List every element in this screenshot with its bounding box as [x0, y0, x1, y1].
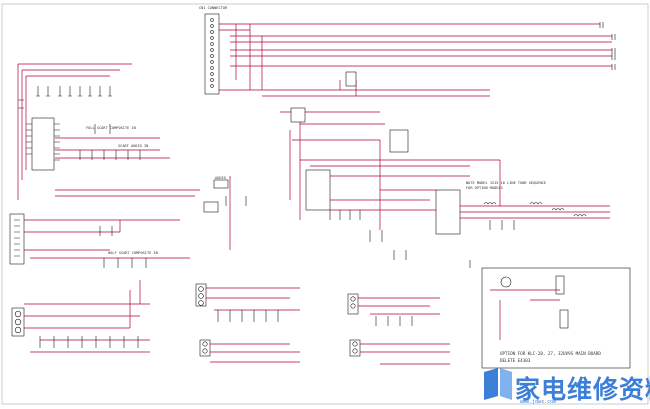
- half-scart-label: HALF SCART COMPOSITE IN: [108, 251, 158, 255]
- bottom-center-wiring-1: [358, 297, 440, 315]
- left-mid-caps: [99, 226, 147, 268]
- bottom-mid-rca-2: [199, 339, 211, 357]
- bottom-mid-wiring-2: [210, 343, 300, 363]
- left-ic: [26, 117, 60, 171]
- watermark-text: 家电维修资料网: [515, 375, 650, 404]
- bottom-center-caps-1: [375, 316, 413, 326]
- watermark-url: www.jdwx.com: [520, 399, 557, 405]
- option-note-1: OPTION FOR KLC-20, 27, 32UV9S MAIN BOARD: [500, 351, 601, 356]
- bottom-mid-caps-1: [217, 310, 279, 322]
- option-box: [481, 267, 631, 369]
- scart-audio-label: SCART AUDIO IN: [118, 144, 149, 148]
- left-mid-caps: [79, 124, 141, 160]
- note-right-2: FOR OPTION MODELS: [466, 186, 503, 190]
- center-components: [203, 71, 461, 235]
- left-mid-wiring: [24, 219, 190, 259]
- option-box-parts: [500, 275, 569, 329]
- top-connector: [204, 13, 220, 95]
- small-box-label: AUDIO: [215, 176, 226, 180]
- top-right-caps: [599, 22, 616, 70]
- bottom-left-caps: [39, 336, 139, 348]
- top-connector-label: CN1 CONNECTOR: [199, 6, 228, 10]
- option-box-wiring: [490, 289, 560, 340]
- note-right-1: NOTE MODEL JS15 10 LINE TUNE SEQUENCE: [466, 181, 547, 185]
- center-wiring: [229, 80, 500, 250]
- bottom-center-rca-2: [349, 339, 361, 357]
- bottom-mid-rca-1: [195, 283, 207, 307]
- option-note-2: DELETE E4303: [500, 358, 531, 363]
- sheet-border: [1, 3, 649, 405]
- bottom-center-wiring-2: [360, 343, 450, 365]
- bottom-left-wiring: [24, 280, 150, 353]
- watermark-logo: [484, 368, 512, 400]
- right-inductors: [483, 202, 587, 230]
- left-top-wiring: [17, 63, 200, 200]
- left-top-caps: [18, 86, 112, 109]
- top-buses: [219, 23, 612, 91]
- bottom-mid-wiring-1: [206, 287, 300, 311]
- bottom-center-rca-1: [347, 293, 359, 315]
- left-mid-connector: [9, 213, 25, 265]
- right-wiring: [380, 160, 610, 219]
- full-scart-label: FULL SCART COMPOSITE IN: [86, 126, 136, 130]
- center-caps: [225, 196, 471, 268]
- bottom-left-rca: [11, 307, 25, 337]
